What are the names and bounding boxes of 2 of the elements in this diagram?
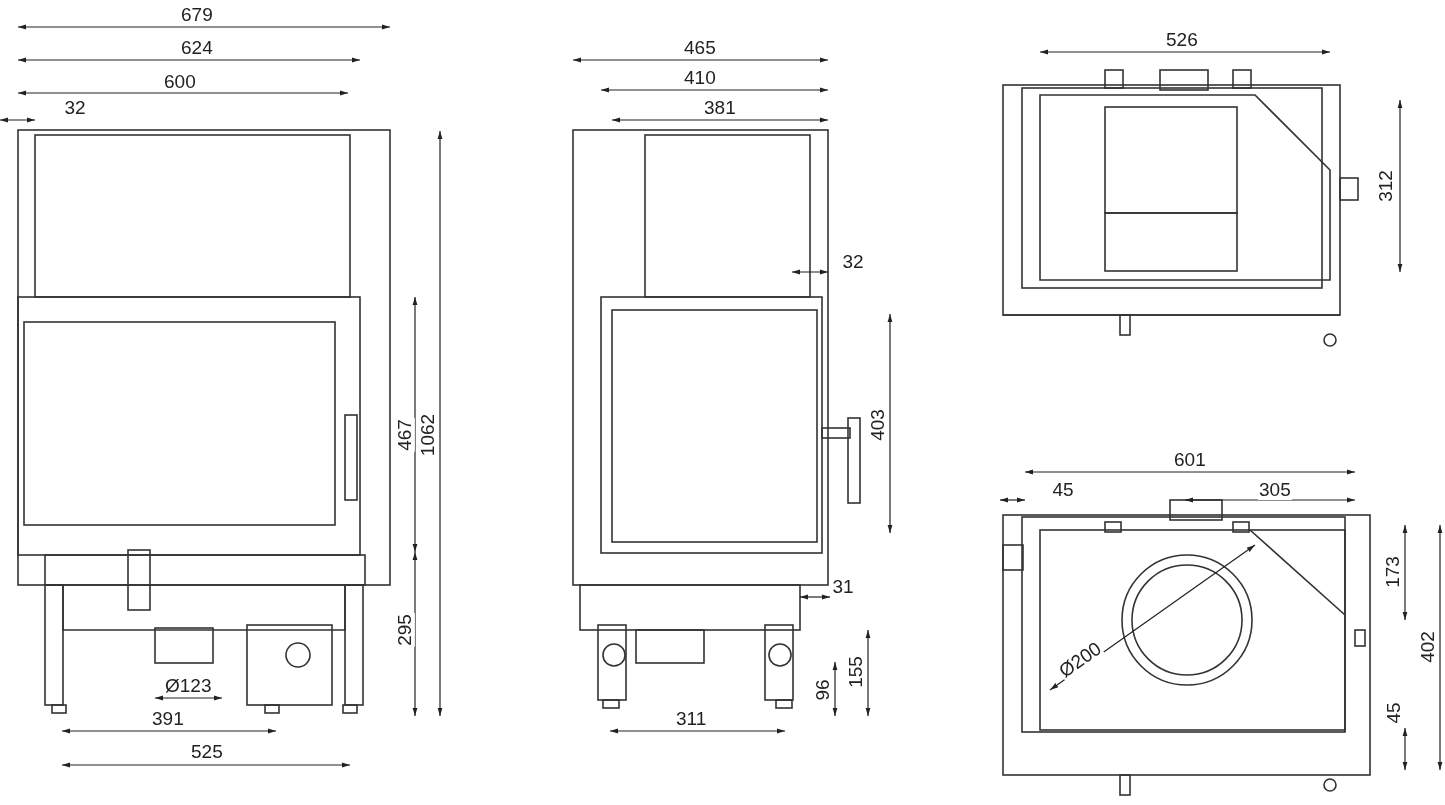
dimension-label: Ø123 [164, 676, 213, 696]
dimension-label: 305 [1258, 480, 1292, 500]
